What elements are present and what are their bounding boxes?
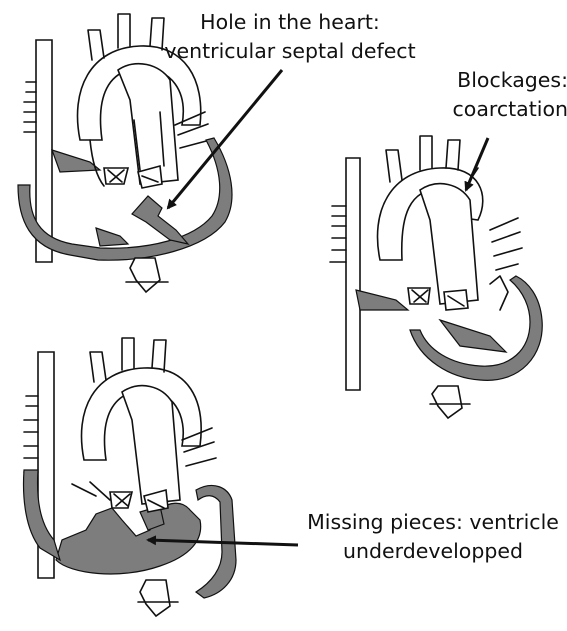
heart-diagram-coarctation: [330, 136, 542, 418]
label-vsd-line1: Hole in the heart:: [160, 8, 420, 37]
label-coarctation-line1: Blockages:: [428, 66, 567, 95]
label-missing-line1: Missing pieces: ventricle: [298, 508, 567, 537]
label-vsd-line2: ventricular septal defect: [160, 37, 420, 66]
heart-diagram-hypoplastic-ventricle: [24, 338, 236, 616]
label-missing-pieces: Missing pieces: ventricle underdeveloppe…: [298, 508, 567, 566]
label-coarctation: Blockages: coarctation: [428, 66, 567, 124]
label-vsd: Hole in the heart: ventricular septal de…: [160, 8, 420, 66]
label-coarctation-line2: coarctation: [428, 95, 567, 124]
label-missing-line2: underdevelopped: [298, 537, 567, 566]
